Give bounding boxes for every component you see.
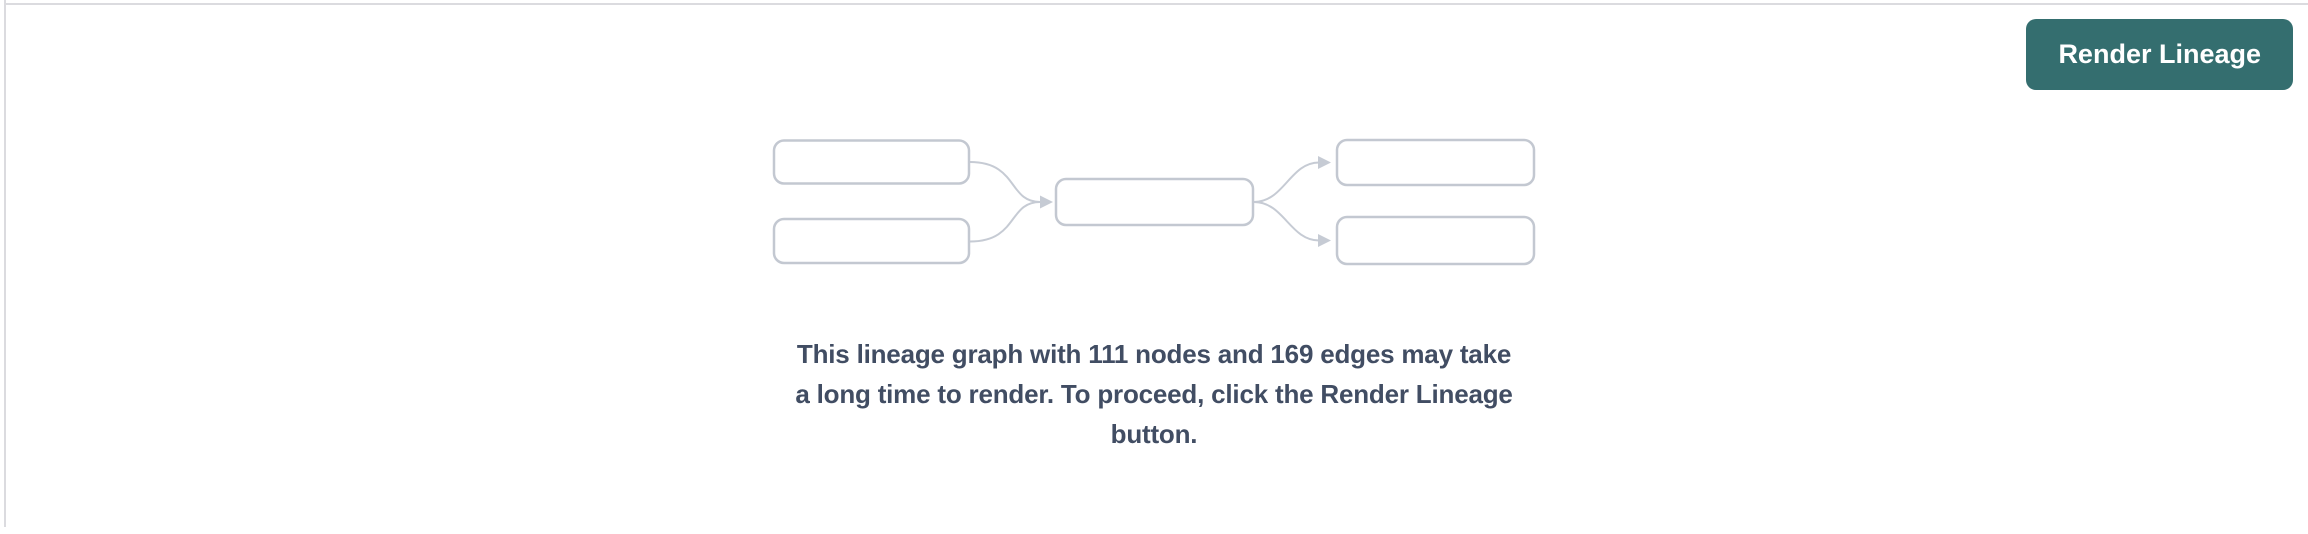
message-line: button.	[1110, 419, 1198, 449]
lineage-graph-icon	[772, 138, 1536, 266]
render-lineage-button[interactable]: Render Lineage	[2026, 19, 2293, 90]
message-line: a long time to render. To proceed, click…	[795, 379, 1513, 409]
panel-left-border	[4, 0, 6, 527]
panel-top-border	[6, 3, 2308, 5]
render-warning-message: This lineage graph with 111 nodes and 16…	[0, 334, 2308, 454]
message-line: This lineage graph with 111 nodes and 16…	[796, 339, 1512, 369]
